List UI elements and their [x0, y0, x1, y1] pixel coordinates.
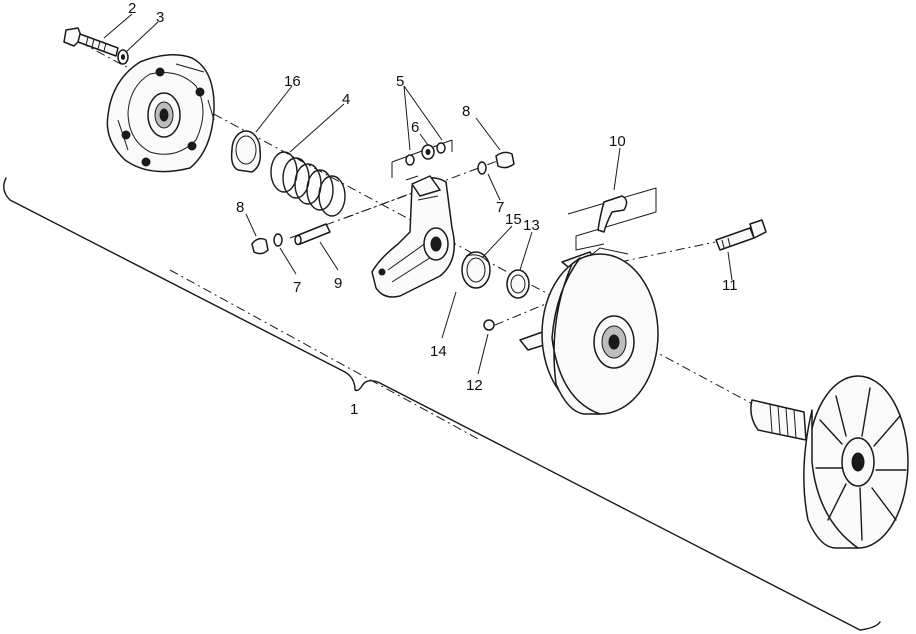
callout-8-left: 8: [236, 199, 244, 216]
bolt-part-2: [63, 27, 119, 57]
cap-part-8-right: [495, 151, 515, 169]
callout-4: 4: [342, 91, 350, 108]
cap-part-8-left: [251, 237, 269, 255]
callout-1: 1: [350, 401, 358, 418]
spring-part-4: [270, 151, 346, 217]
moveable-sheave: [519, 247, 659, 415]
cover-plate: [106, 54, 215, 173]
leader-lines: [103, 13, 733, 375]
nut-part-6: [421, 144, 435, 160]
callout-7-right: 7: [496, 199, 504, 216]
fixed-sheave-with-shaft: [750, 375, 909, 549]
callout-2: 2: [128, 0, 136, 17]
nut-part-12: [483, 319, 495, 331]
callout-3: 3: [156, 9, 164, 26]
washer-part-5a: [405, 154, 415, 166]
callout-8-right: 8: [462, 103, 470, 120]
bushing-ring-16: [230, 130, 262, 173]
callouts: 1 2 3 4 5 6 7 7 8 8 9 10 11 12 13 14 15 …: [128, 0, 738, 418]
callout-11: 11: [722, 277, 738, 294]
axis-line-bolt-11: [619, 241, 716, 263]
detail-box-10: [567, 187, 657, 251]
callout-14: 14: [430, 343, 447, 360]
bolt-part-11: [715, 219, 767, 251]
callout-7-left: 7: [293, 279, 301, 296]
callout-5: 5: [396, 73, 404, 90]
pin-part-9: [294, 223, 331, 246]
callout-13: 13: [523, 217, 540, 234]
callout-9: 9: [334, 275, 342, 292]
bushing-part-13: [506, 269, 530, 299]
washer-part-7-right: [477, 161, 487, 175]
spider-weight-arm: [371, 175, 455, 298]
washer-part-7-left: [273, 233, 283, 247]
assembly-bracket: [3, 177, 881, 631]
washer-part-5b: [436, 142, 446, 154]
washer-part-3: [117, 49, 129, 65]
callout-15: 15: [505, 211, 522, 228]
callout-12: 12: [466, 377, 483, 394]
callout-6: 6: [411, 119, 419, 136]
roller-part-15: [461, 251, 491, 289]
callout-16: 16: [284, 73, 301, 90]
axis-line-12: [494, 299, 556, 326]
callout-10: 10: [609, 133, 626, 150]
weight-part-10: [597, 195, 628, 233]
axis-line-lower: [169, 269, 481, 441]
